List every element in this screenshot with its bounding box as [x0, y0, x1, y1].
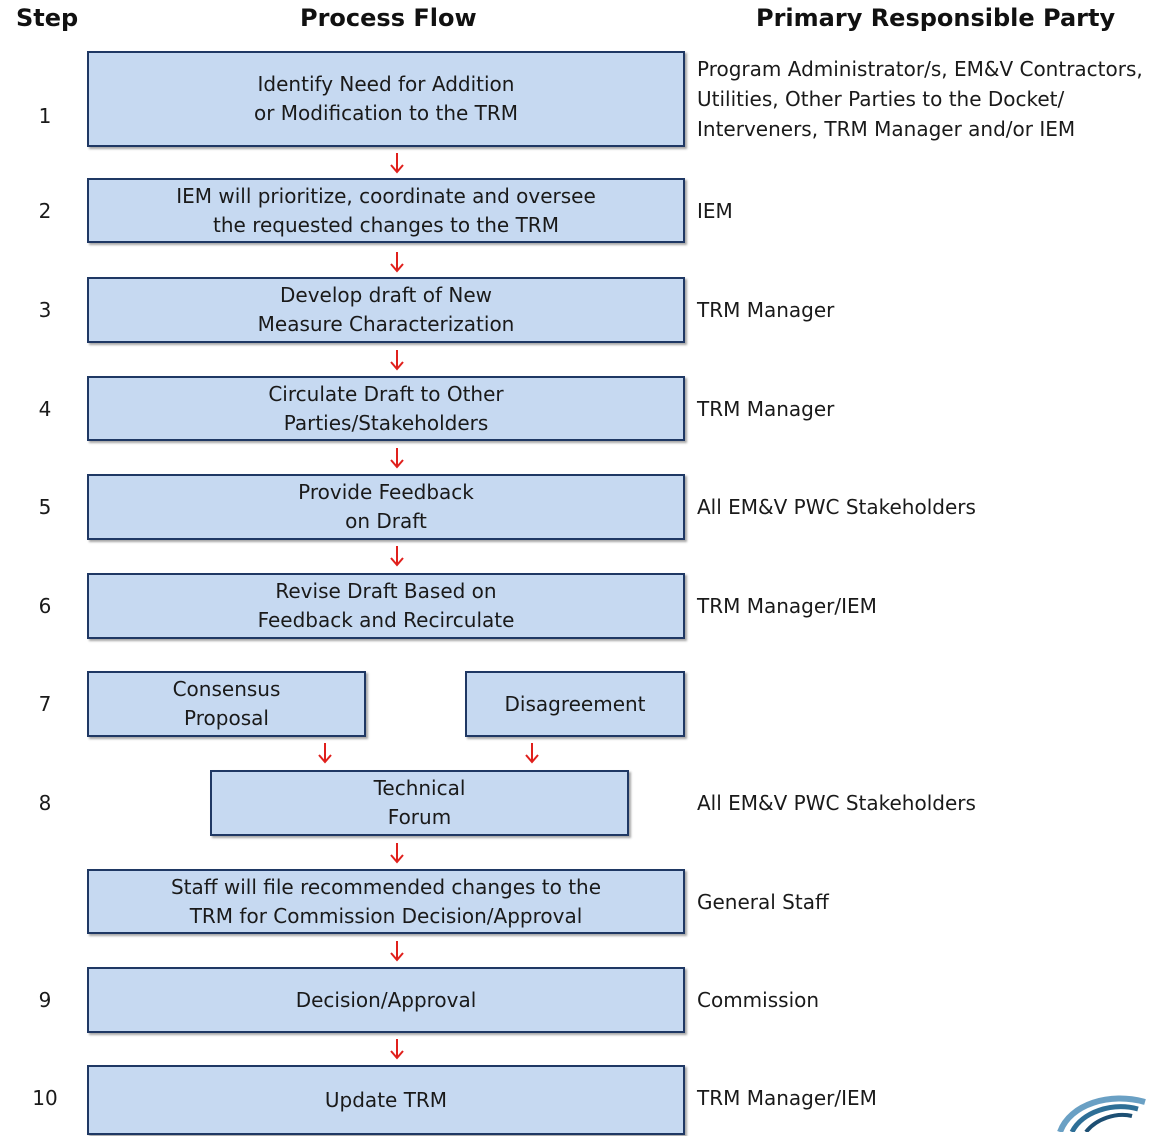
- down-arrow-icon: [390, 1038, 404, 1060]
- down-arrow-icon: [390, 940, 404, 962]
- flow-box-iem-prioritize: IEM will prioritize, coordinate and over…: [87, 178, 685, 243]
- down-arrow-icon: [390, 251, 404, 273]
- down-arrow-icon: [390, 349, 404, 371]
- responsible-party: All EM&V PWC Stakeholders: [697, 791, 976, 815]
- flow-box-provide-feedback: Provide Feedback on Draft: [87, 474, 685, 540]
- flow-box-consensus-proposal: Consensus Proposal: [87, 671, 366, 737]
- swirl-logo-icon: [1050, 1092, 1165, 1136]
- flow-box-develop-draft: Develop draft of New Measure Characteriz…: [87, 277, 685, 343]
- flow-box-technical-forum: Technical Forum: [210, 770, 629, 836]
- responsible-party: Commission: [697, 988, 820, 1012]
- down-arrow-icon: [390, 545, 404, 567]
- flow-box-identify-need: Identify Need for Addition or Modificati…: [87, 51, 685, 147]
- responsible-party: TRM Manager: [697, 298, 835, 322]
- responsible-party: TRM Manager: [697, 397, 835, 421]
- flow-box-decision-approval: Decision/Approval: [87, 967, 685, 1033]
- flow-box-staff-file-changes: Staff will file recommended changes to t…: [87, 869, 685, 934]
- flow-box-circulate-draft: Circulate Draft to Other Parties/Stakeho…: [87, 376, 685, 441]
- down-arrow-icon: [390, 152, 404, 174]
- responsible-party: General Staff: [697, 890, 829, 914]
- header-step: Step: [16, 4, 79, 32]
- responsible-party: IEM: [697, 199, 733, 223]
- flow-box-update-trm: Update TRM: [87, 1065, 685, 1135]
- flow-box-revise-draft: Revise Draft Based on Feedback and Recir…: [87, 573, 685, 639]
- header-primary-responsible-party: Primary Responsible Party: [756, 4, 1116, 32]
- down-arrow-icon: [318, 742, 332, 764]
- down-arrow-icon: [390, 842, 404, 864]
- responsible-party: TRM Manager/IEM: [697, 1086, 877, 1110]
- header-process-flow: Process Flow: [300, 4, 477, 32]
- down-arrow-icon: [525, 742, 539, 764]
- responsible-party: Program Administrator/s, EM&V Contractor…: [697, 57, 1143, 141]
- responsible-party: TRM Manager/IEM: [697, 594, 877, 618]
- flow-box-disagreement: Disagreement: [465, 671, 685, 737]
- down-arrow-icon: [390, 447, 404, 469]
- responsible-party: All EM&V PWC Stakeholders: [697, 495, 976, 519]
